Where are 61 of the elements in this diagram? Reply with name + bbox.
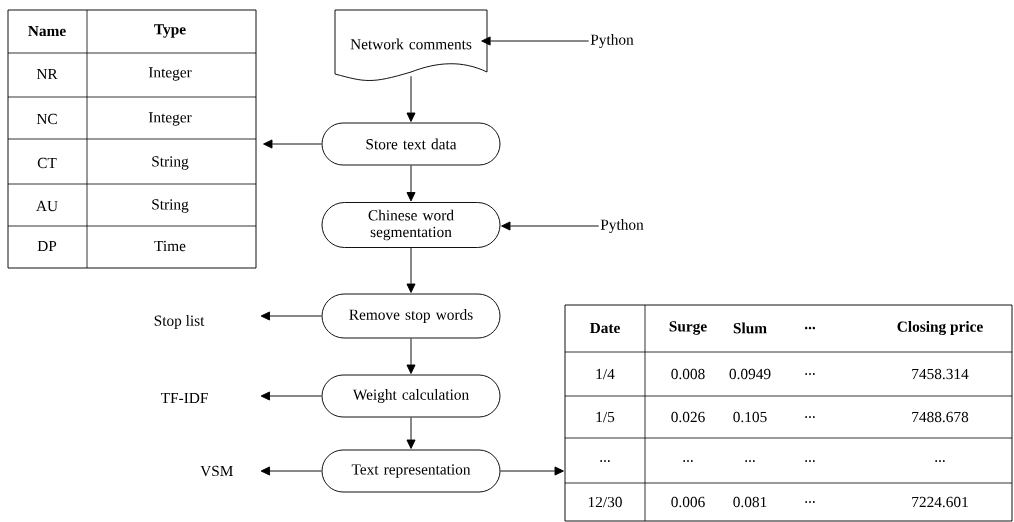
table-cell: 0.006 [671, 496, 705, 508]
table-cell: AU [36, 200, 58, 212]
output-label: Stop list [154, 315, 205, 329]
table-cell: Time [154, 240, 186, 252]
process-box: Remove stop words [321, 293, 501, 339]
table-cell: CT [37, 157, 57, 169]
table-cell: 7488.678 [912, 411, 969, 423]
table-cell: NR [36, 69, 58, 79]
process-box: Text representation [321, 449, 501, 493]
table-cell: 0.0949 [729, 368, 771, 380]
table-cell: ... [804, 326, 816, 330]
table-cell: String [152, 199, 189, 213]
data-table [564, 304, 1013, 522]
table-cell: Date [589, 322, 620, 334]
table-cell: 0.026 [671, 411, 705, 423]
table-cell: NC [36, 113, 57, 125]
arrow [406, 338, 416, 374]
table-cell: Closing price [897, 321, 983, 335]
table-cell: 7224.601 [912, 496, 968, 508]
table-cell: ... [805, 416, 815, 418]
table-cell: ... [745, 460, 755, 462]
arrow [406, 75, 416, 122]
arrow [406, 165, 416, 202]
table-cell: 1/4 [596, 368, 615, 380]
table-cell: ... [805, 373, 815, 375]
output-label: TF-IDF [160, 392, 208, 404]
process-box: Chinese word segmentation [321, 202, 501, 248]
source-label: Python [590, 34, 634, 48]
arrow [260, 466, 322, 476]
arrow [501, 221, 600, 231]
table-cell: 0.105 [733, 411, 767, 423]
arrow [263, 139, 322, 149]
process-box: Store text data [321, 122, 501, 166]
table-cell: ... [805, 460, 815, 462]
table-cell: 7458.314 [912, 368, 969, 380]
table-cell: String [152, 156, 189, 170]
table-cell: 0.081 [733, 496, 767, 508]
table-cell: ... [683, 460, 693, 462]
table-cell: Name [28, 25, 66, 37]
table-cell: 1/5 [596, 411, 615, 423]
source-label: Python [600, 219, 644, 233]
arrow [481, 36, 590, 46]
table-cell: ... [600, 460, 610, 462]
arrow [406, 417, 416, 449]
table-cell: 12/30 [588, 496, 622, 508]
output-label: VSM [200, 465, 233, 477]
data-table [7, 9, 257, 269]
arrow [260, 311, 322, 321]
table-cell: 0.008 [671, 368, 705, 380]
table-cell: Integer [148, 67, 192, 81]
table-cell: Surge [669, 321, 707, 335]
table-cell: ... [805, 501, 815, 503]
arrow [500, 466, 564, 476]
arrow [406, 247, 416, 293]
table-cell: DP [37, 240, 57, 252]
table-cell: Slum [733, 322, 767, 334]
table-cell: Type [154, 24, 186, 38]
table-cell: ... [935, 460, 945, 462]
table-cell: Integer [148, 112, 192, 126]
process-box: Weight calculation [321, 374, 501, 418]
arrow [260, 391, 322, 401]
